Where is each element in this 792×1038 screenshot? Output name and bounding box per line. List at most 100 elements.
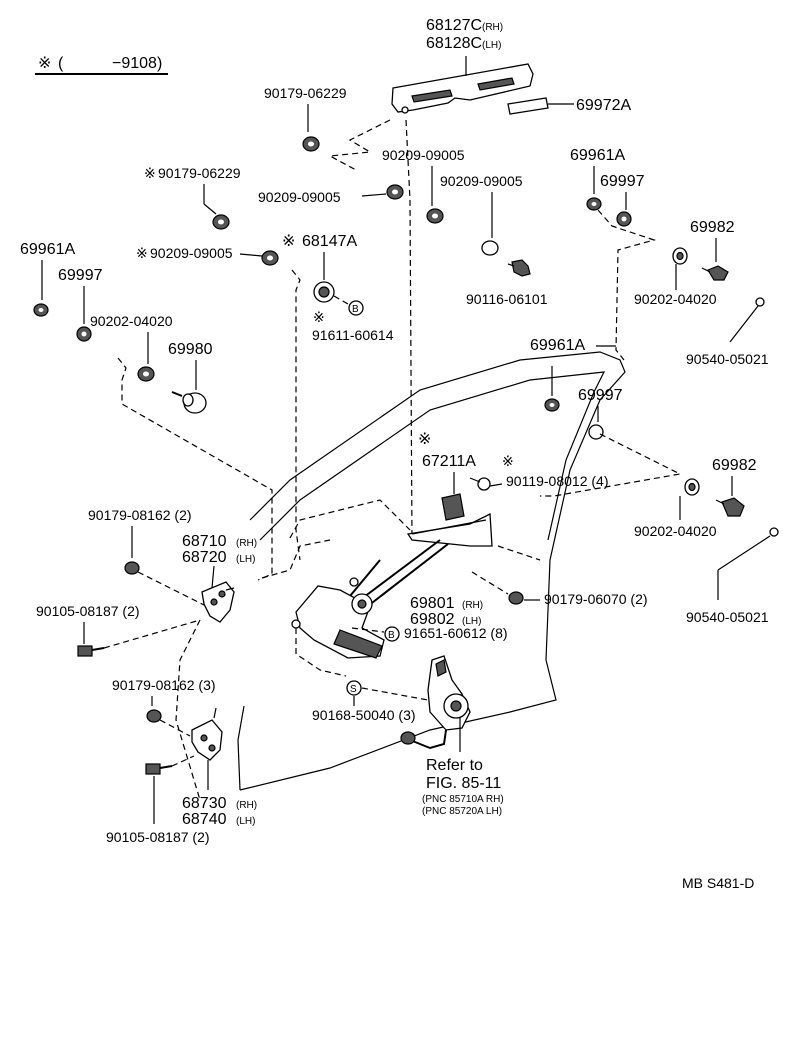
- bracket-67211a: [441, 493, 465, 521]
- label-90119-08012: 90119-08012 (4): [506, 473, 608, 489]
- label-90179-08162-3: 90179-08162 (3): [112, 677, 216, 693]
- label-68128c-side: (LH): [482, 40, 501, 51]
- label-69801: 69801: [410, 595, 455, 612]
- bolt-90105-08187-b: [145, 763, 173, 775]
- window-regulator-69801: [291, 512, 493, 659]
- label-69997-b: 69997: [600, 173, 645, 190]
- label-90116-06101: 90116-06101: [466, 291, 548, 307]
- label-refer-to: Refer to: [426, 757, 483, 774]
- dash-vertical-center: [405, 119, 413, 541]
- star-90209-09005: ※: [136, 245, 148, 261]
- label-68730-side: (RH): [236, 800, 257, 811]
- hinge-68710: [201, 581, 235, 623]
- header-range-value: −9108): [112, 55, 162, 72]
- label-69997-a: 69997: [58, 267, 103, 284]
- dash-bracket-top: [327, 119, 391, 171]
- label-90179-08162-2: 90179-08162 (2): [88, 507, 192, 523]
- label-68740-side: (LH): [236, 816, 255, 827]
- label-90540-05021-b: 90540-05021: [686, 609, 769, 625]
- door-frame-outer: [239, 351, 626, 791]
- label-68127c: 68127C: [426, 17, 482, 34]
- label-90202-04020-a: 90202-04020: [634, 291, 717, 307]
- clip-90540-05021-b: [769, 527, 779, 537]
- clip-90540-05021-a: [755, 297, 765, 307]
- label-90105-08187-b: 90105-08187 (2): [106, 829, 210, 845]
- marker-b-91651: [384, 626, 400, 642]
- marker-s-90168-text: S: [350, 684, 357, 695]
- door-frame-inner: [259, 371, 606, 541]
- label-68720: 68720: [182, 549, 227, 566]
- marker-b-91611-text: B: [352, 304, 359, 315]
- header-range: ※ ( −9108): [35, 55, 168, 75]
- clip-69997-c: [588, 424, 604, 440]
- door-lower-edge: [237, 705, 245, 791]
- label-90209-09005-a: 90209-09005: [382, 147, 465, 163]
- label-90202-04020-c: 90202-04020: [634, 523, 717, 539]
- label-90540-05021-a: 90540-05021: [686, 351, 769, 367]
- label-90209-09005-star: 90209-09005: [150, 245, 233, 261]
- label-67211a: 67211A: [422, 453, 476, 470]
- label-69980: 69980: [168, 341, 213, 358]
- label-90179-06229-star: 90179-06229: [158, 165, 241, 181]
- label-68147a: 68147A: [302, 233, 357, 250]
- clip-90209-09005-c: [481, 240, 499, 256]
- label-90179-06070: 90179-06070 (2): [544, 591, 648, 607]
- label-69982-b: 69982: [712, 457, 757, 474]
- dash-left-side: [117, 357, 273, 581]
- label-69972a: 69972A: [576, 97, 631, 114]
- strip-69972a: [507, 97, 574, 115]
- hinge-68730: [191, 707, 223, 761]
- header-open: (: [58, 55, 64, 72]
- regulator-motor: [400, 655, 471, 752]
- dash-left-frame: [291, 269, 301, 561]
- screw-69982-b: [715, 497, 745, 517]
- label-69802: 69802: [410, 611, 455, 628]
- label-68128c: 68128C: [426, 35, 482, 52]
- screw-69982-a: [701, 265, 729, 281]
- star-91611-60614: ※: [313, 309, 325, 325]
- plug-69980: [171, 391, 207, 414]
- marker-b-91611: [348, 300, 364, 316]
- label-68730: 68730: [182, 795, 227, 812]
- screw-90116-06101: [507, 259, 531, 277]
- dash-door-shell: [175, 619, 201, 801]
- label-69961a-b: 69961A: [570, 147, 625, 164]
- label-68710: 68710: [182, 533, 227, 550]
- label-69801-side: (RH): [462, 600, 483, 611]
- clip-90179-08162-2: [124, 561, 140, 575]
- label-68127c-side: (RH): [482, 22, 503, 33]
- label-pnc-lh: (PNC 85720A LH): [422, 806, 502, 817]
- label-68720-side: (LH): [236, 554, 255, 565]
- marker-s-90168: [346, 680, 362, 696]
- label-68740: 68740: [182, 811, 227, 828]
- label-pnc-rh: (PNC 85710A RH): [422, 794, 504, 805]
- star-67211a: ※: [418, 431, 431, 448]
- clip-90179-06070: [508, 591, 524, 605]
- label-68710-side: (RH): [236, 538, 257, 549]
- dash-upper-right: [597, 209, 657, 361]
- label-fig-85-11: FIG. 85-11: [426, 775, 501, 792]
- label-90209-09005-c: 90209-09005: [440, 173, 523, 189]
- label-69982-a: 69982: [690, 219, 735, 236]
- label-90105-08187-a: 90105-08187 (2): [36, 603, 140, 619]
- label-91611-60614: 91611-60614: [312, 327, 394, 343]
- label-91651-60612: 91651-60612 (8): [404, 625, 508, 641]
- label-69961a-c: 69961A: [530, 337, 585, 354]
- label-90209-09005-b: 90209-09005: [258, 189, 341, 205]
- dash-right-lower: [540, 433, 682, 497]
- label-69997-c: 69997: [578, 387, 623, 404]
- star-68147a: ※: [282, 233, 295, 250]
- label-90179-06229-top: 90179-06229: [264, 85, 347, 101]
- bolt-90105-08187-a: [77, 645, 105, 657]
- dash-frame-lower: [261, 539, 331, 579]
- star-90119-08012: ※: [502, 453, 514, 469]
- clip-90179-08162-3: [146, 709, 162, 723]
- dash-frame-inner: [289, 499, 411, 539]
- label-90168-50040: 90168-50040 (3): [312, 707, 416, 723]
- label-69802-side: (LH): [462, 616, 481, 627]
- bolt-90119-08012: [469, 477, 503, 491]
- marker-b-91651-text: B: [388, 630, 395, 641]
- label-90202-04020-b: 90202-04020: [90, 313, 173, 329]
- bracket-68127c: [391, 56, 534, 114]
